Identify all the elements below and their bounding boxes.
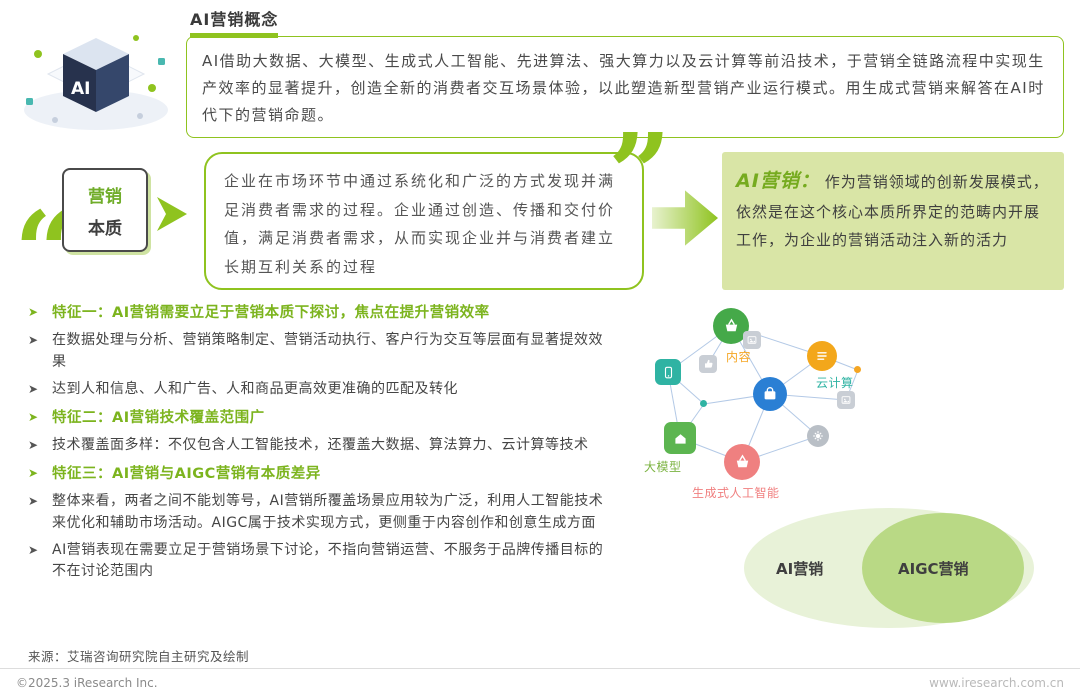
marketing-essence-box: 营销 本质	[62, 168, 148, 252]
bullet-arrow-icon: ➤	[28, 409, 39, 424]
essence-word-marketing: 营销	[88, 186, 122, 207]
image-icon	[837, 391, 855, 409]
feature-text: 在数据处理与分析、营销策略制定、营销活动执行、客户行为交互等层面有显著提效效果	[52, 332, 603, 371]
image-icon	[743, 331, 761, 349]
label-cloud-computing: 云计算	[816, 376, 854, 390]
ai-cube-text: AI	[71, 79, 90, 99]
page-title: AI营销概念	[190, 6, 279, 38]
feature-item: ➤ AI营销表现在需要立足于营销场景下讨论，不指向营销运营、不服务于品牌传播目标…	[28, 540, 612, 583]
feature-text: 特征三：AI营销与AIGC营销有本质差异	[52, 465, 321, 482]
feature-text: 达到人和信息、人和广告、人和商品更高效更准确的匹配及转化	[52, 380, 458, 397]
feature-item: ➤ 达到人和信息、人和广告、人和商品更高效更准确的匹配及转化	[28, 379, 612, 401]
network-dot	[854, 366, 861, 373]
label-large-model: 大模型	[644, 460, 682, 474]
ai-marketing-label: AI营销：	[736, 170, 820, 192]
bullet-arrow-icon: ➤	[28, 542, 39, 557]
mobile-phone-icon	[655, 359, 681, 385]
arrow-right-icon	[157, 197, 187, 231]
feature-text: 技术覆盖面多样：不仅包含人工智能技术，还覆盖大数据、算法算力、云计算等技术	[52, 437, 589, 453]
bullet-arrow-icon: ➤	[28, 494, 39, 509]
gear-icon	[807, 425, 829, 447]
bullet-arrow-icon: ➤	[28, 333, 39, 348]
feature-header-2: ➤ 特征二：AI营销技术覆盖范围广	[28, 407, 612, 429]
bullet-arrow-icon: ➤	[28, 465, 39, 480]
feature-header-3: ➤ 特征三：AI营销与AIGC营销有本质差异	[28, 463, 612, 485]
footer-divider	[0, 668, 1080, 669]
source-note: 来源：艾瑞咨询研究院自主研究及绘制	[28, 649, 250, 664]
bullet-arrow-icon: ➤	[28, 438, 39, 452]
essence-quote-box: 企业在市场环节中通过系统化和广泛的方式发现并满足消费者需求的过程。企业通过创造、…	[204, 152, 644, 290]
copyright-text: ©2025.3 iResearch Inc.	[16, 676, 158, 690]
essence-word-essence: 本质	[88, 218, 122, 239]
website-url: www.iresearch.com.cn	[929, 676, 1064, 690]
thumbs-up-icon	[699, 355, 717, 373]
feature-item: ➤ 在数据处理与分析、营销策略制定、营销活动执行、客户行为交互等层面有显著提效效…	[28, 330, 612, 373]
ai-marketing-definition-box: AI营销：作为营销领域的创新发展模式，依然是在这个核心本质所界定的范畴内开展工作…	[722, 152, 1064, 290]
bullet-arrow-icon: ➤	[28, 305, 39, 319]
feature-text: 整体来看，两者之间不能划等号，AI营销所覆盖场景应用较为广泛，利用人工智能技术来…	[52, 493, 604, 531]
venn-aigc-marketing-ellipse	[862, 513, 1024, 623]
venn-inner-label: AIGC营销	[898, 560, 969, 578]
tech-network-diagram: 内容 云计算 大模型 生成式人工智能	[628, 300, 896, 510]
house-icon	[664, 422, 696, 454]
label-generative-ai: 生成式人工智能	[692, 486, 780, 500]
bullet-arrow-icon: ➤	[28, 381, 39, 396]
quote-close-icon: ”	[608, 109, 672, 238]
venn-outer-label: AI营销	[776, 560, 824, 578]
gift-basket-icon	[724, 444, 760, 480]
ai-marketing-text: 作为营销领域的创新发展模式，依然是在这个核心本质所界定的范畴内开展工作，为企业的…	[736, 173, 1049, 249]
network-dot	[700, 400, 707, 407]
shopping-bag-icon	[753, 377, 787, 411]
feature-header-1: ➤ 特征一：AI营销需要立足于营销本质下探讨，焦点在提升营销效率	[28, 302, 612, 324]
feature-text: 特征一：AI营销需要立足于营销本质下探讨，焦点在提升营销效率	[52, 305, 490, 321]
label-content: 内容	[726, 350, 752, 364]
ai-cube-graphic: AI	[24, 35, 168, 130]
feature-item: ➤ 技术覆盖面多样：不仅包含人工智能技术，还覆盖大数据、算法算力、云计算等技术	[28, 435, 612, 457]
ai-illustration: AI	[10, 16, 182, 138]
features-list: ➤ 特征一：AI营销需要立足于营销本质下探讨，焦点在提升营销效率 ➤ 在数据处理…	[28, 302, 612, 588]
venn-diagram: AI营销 AIGC营销	[744, 498, 1034, 638]
feature-item: ➤ 整体来看，两者之间不能划等号，AI营销所覆盖场景应用较为广泛，利用人工智能技…	[28, 491, 612, 534]
feature-text: AI营销表现在需要立足于营销场景下讨论，不指向营销运营、不服务于品牌传播目标的不…	[52, 541, 604, 580]
feature-text: 特征二：AI营销技术覆盖范围广	[52, 409, 265, 426]
content-list-icon	[807, 341, 837, 371]
header-description: AI借助大数据、大模型、生成式人工智能、先进算法、强大算力以及云计算等前沿技术，…	[186, 36, 1064, 138]
